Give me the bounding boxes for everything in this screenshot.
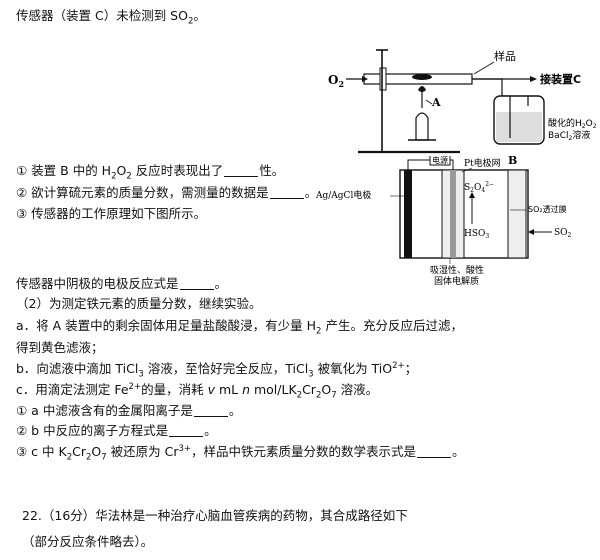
wire-left <box>407 159 430 170</box>
outlet-tube <box>472 78 510 97</box>
sensor-diagram: 电源 Pt电极网 Ag/AgCl电极 S2O42− HSO3 SO₂透过膜 SO… <box>315 156 572 286</box>
text-line-9: b．向滤液中滴加 TiCl3 溶液，至恰好完全反应，TiCl3 被氧化为 TiO… <box>16 360 418 380</box>
text-line-11: ① a 中滤液含有的金属阳离子是。 <box>16 403 242 418</box>
answer-blank <box>193 405 228 417</box>
ag-electrode-label: Ag/AgCl电极 <box>315 189 371 201</box>
electrolyte-label-1: 吸湿性、酸性 <box>430 264 484 276</box>
answer-blank <box>269 187 304 199</box>
text-line-10: c．用滴定法测定 Fe2+的量，消耗 v mL n mol/LK2Cr2O7 溶… <box>16 381 379 401</box>
a-leader <box>425 99 433 105</box>
membrane-label: SO₂透过膜 <box>528 204 567 214</box>
burner <box>415 112 429 141</box>
o2-label: O2 <box>328 73 344 89</box>
pt-mesh-label: Pt电极网 <box>464 157 501 169</box>
text-line-6: （2）为测定铁元素的质量分数，继续实验。 <box>16 296 262 311</box>
answer-blank <box>179 278 214 290</box>
b-solution-line-1: 酸化的H2O2和 <box>548 117 596 130</box>
pt-electrode-mesh <box>450 170 456 258</box>
flame <box>418 86 426 92</box>
so2-gas-label: SO2 <box>554 228 572 239</box>
exit-arrowhead <box>530 76 537 82</box>
text-line-1: 传感器（装置 C）未检测到 SO2。 <box>16 8 206 27</box>
pt-leader <box>461 167 473 173</box>
text-line-5: 传感器中阴极的电极反应式是。 <box>16 276 228 291</box>
text-line-8: 得到黄色滤液； <box>16 340 104 355</box>
answer-blank <box>169 425 204 437</box>
clamp <box>379 67 387 91</box>
wire-right <box>450 159 454 170</box>
to-device-c-label: 接装置C <box>540 72 581 86</box>
reaction-arrowhead <box>469 192 475 198</box>
so2-membrane <box>507 169 527 259</box>
question-22-line-1: 22.（16分）华法林是一种治疗心脑血管疾病的药物，其合成路径如下 <box>22 508 408 523</box>
power-source <box>429 156 451 166</box>
text-line-13: ③ c 中 K2Cr2O7 被还原为 Cr3+，样品中铁元素质量分数的数学表示式… <box>16 443 465 463</box>
ag-agcl-electrode <box>404 170 412 258</box>
b-solution-line-2: BaCl2溶液 <box>548 129 590 142</box>
text-line-3: ② 欲计算硫元素的质量分数，需测量的数据是。 <box>16 185 318 200</box>
text-line-4: ③ 传感器的工作原理如下图所示。 <box>16 206 207 221</box>
text-line-2: ① 装置 B 中的 H2O2 反应时表现出了性。 <box>16 163 285 182</box>
sample-label: 样品 <box>494 49 516 63</box>
s2o4-label: S2O42− <box>464 181 494 194</box>
sample-leader <box>473 61 495 75</box>
inlet-arrowhead <box>362 76 368 82</box>
power-label: 电源 <box>432 156 448 165</box>
so2-arrowhead <box>528 229 534 235</box>
label-b: B <box>508 154 517 167</box>
label-a: A <box>431 96 441 109</box>
apparatus-diagram: O2 样品 接装置C A B 酸化的H2O2和 BaCl2溶液 <box>328 49 596 167</box>
electrolyte-label-2: 固体电解质 <box>434 275 479 286</box>
bottle-solution <box>496 112 542 142</box>
answer-blank <box>417 446 452 458</box>
text-line-7: a．将 A 装置中的剩余固体用足量盐酸酸浸，有少量 H2 产生。充分反应后过滤， <box>16 318 463 337</box>
text-line-12: ② b 中反应的离子方程式是。 <box>16 423 217 438</box>
answer-blank <box>224 165 259 177</box>
hso3-label: HSO3 <box>464 229 489 240</box>
question-22-line-2: （部分反应条件略去）。 <box>22 534 154 549</box>
sample-pile <box>412 74 432 80</box>
